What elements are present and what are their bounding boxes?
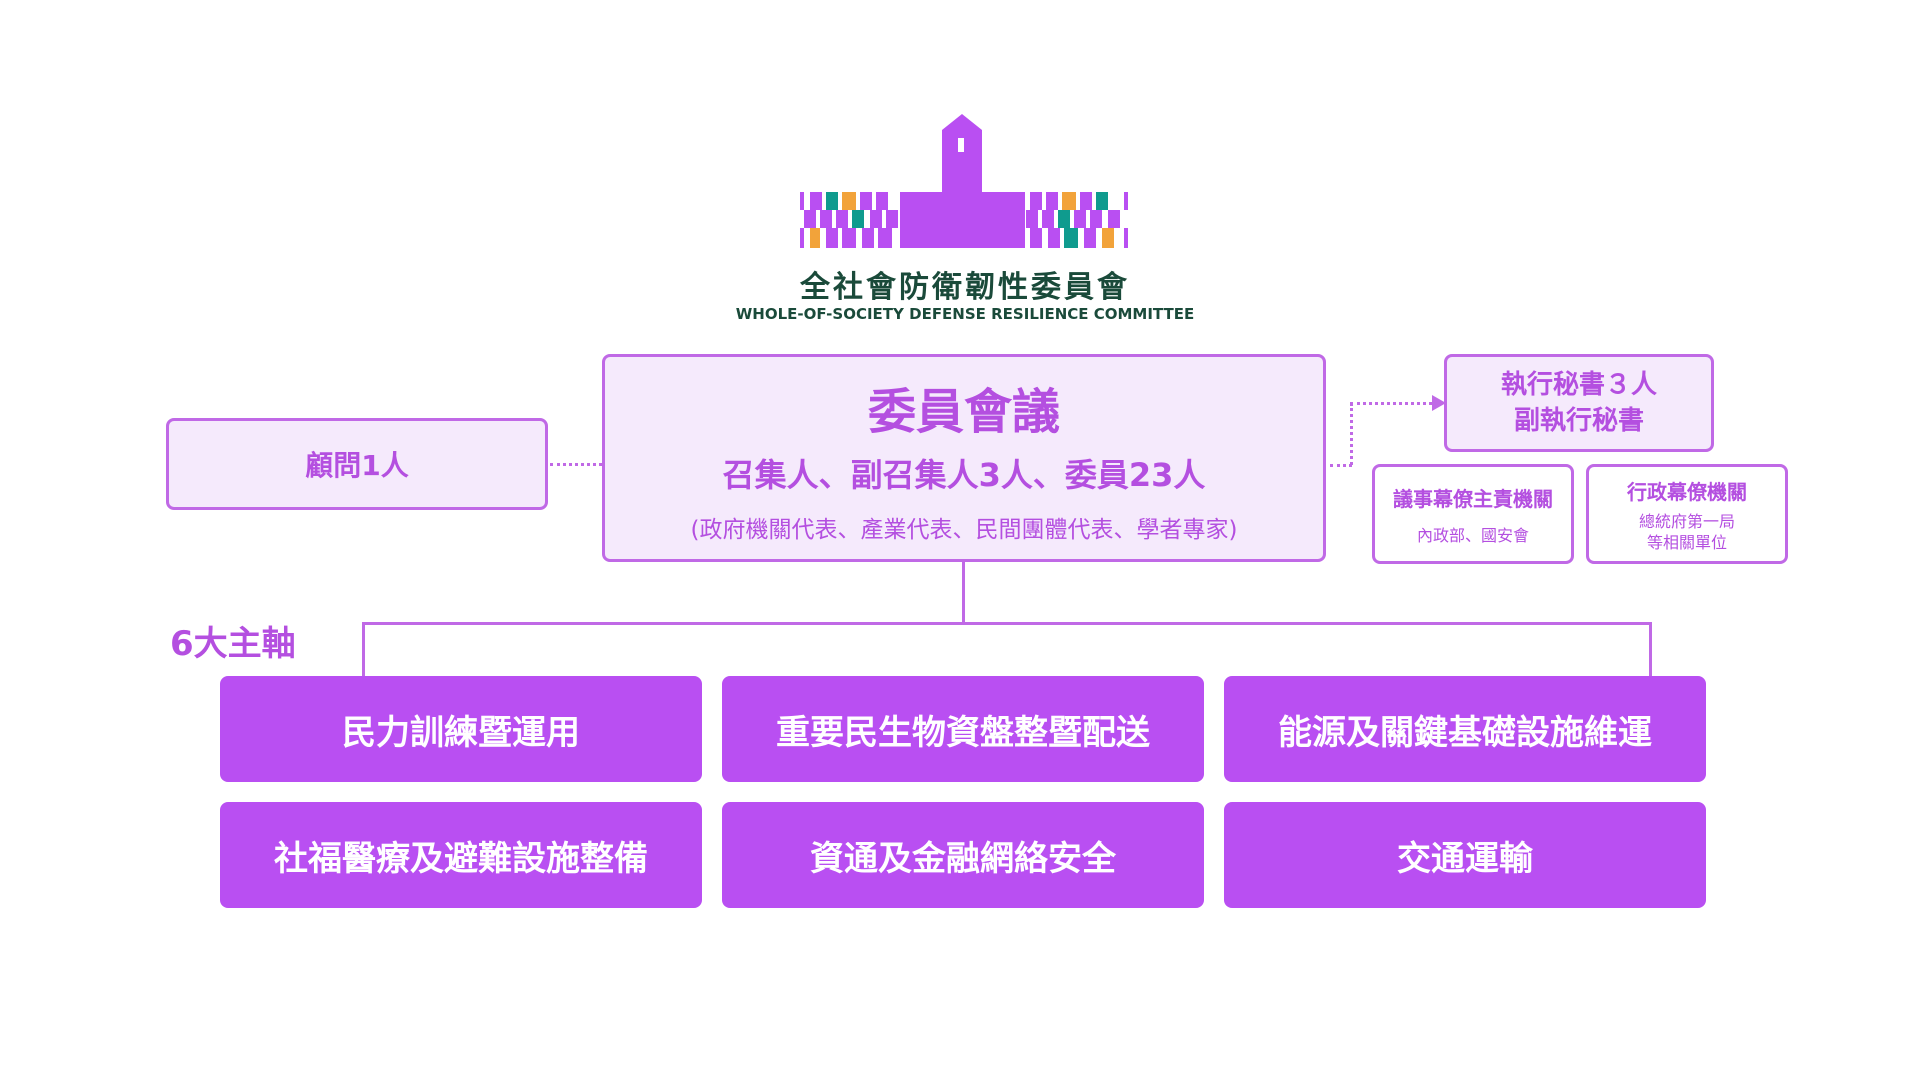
staff-unit-title: 議事幕僚主責機關 xyxy=(1393,486,1553,511)
tree-left-drop xyxy=(362,622,365,678)
secretariat-connector-h2 xyxy=(1350,402,1432,405)
pillar-supplies: 重要民生物資盤整暨配送 xyxy=(722,676,1204,782)
staff-unit-detail: 內政部、國安會 xyxy=(1416,525,1529,545)
tree-branch xyxy=(362,622,1652,625)
secretariat-connector-v xyxy=(1350,403,1353,465)
pillar-civil-training: 民力訓練暨運用 xyxy=(220,676,702,782)
advisor-connector xyxy=(550,463,602,466)
advisor-box: 顧問1人 xyxy=(166,418,548,510)
pillar-energy-infrastructure: 能源及關鍵基礎設施維運 xyxy=(1224,676,1706,782)
pillar-welfare-medical: 社福醫療及避難設施整備 xyxy=(220,802,702,908)
arrow-head-icon xyxy=(1432,395,1446,411)
staff-unit-legislative: 議事幕僚主責機關 內政部、國安會 xyxy=(1372,464,1574,564)
advisor-label: 顧問1人 xyxy=(305,449,409,482)
committee-note: (政府機關代表、產業代表、民間團體代表、學者專家) xyxy=(690,517,1238,543)
secretariat-connector-h1 xyxy=(1330,464,1352,467)
tree-right-drop xyxy=(1649,622,1652,678)
committee-box: 委員會議 召集人、副召集人3人、委員23人 (政府機關代表、產業代表、民間團體代… xyxy=(602,354,1326,562)
secretariat-line2: 副執行秘書 xyxy=(1513,406,1644,436)
secretariat-box: 執行秘書３人 副執行秘書 xyxy=(1444,354,1714,452)
staff-unit-detail: 總統府第一局 xyxy=(1638,511,1735,531)
committee-title: 委員會議 xyxy=(867,384,1060,440)
secretariat-line1: 執行秘書３人 xyxy=(1500,370,1657,400)
pillar-transportation: 交通運輸 xyxy=(1224,802,1706,908)
committee-logo xyxy=(800,114,1128,248)
staff-unit-title: 行政幕僚機關 xyxy=(1627,479,1747,504)
pillar-cyber-financial: 資通及金融網絡安全 xyxy=(722,802,1204,908)
tree-trunk xyxy=(962,562,965,624)
committee-subtitle: 召集人、副召集人3人、委員23人 xyxy=(722,456,1206,494)
logo-name-en: WHOLE-OF-SOCIETY DEFENSE RESILIENCE COMM… xyxy=(735,305,1195,323)
logo-name-zh: 全社會防衛韌性委員會 xyxy=(800,270,1130,305)
staff-unit-administrative: 行政幕僚機關 總統府第一局 等相關單位 xyxy=(1586,464,1788,564)
staff-unit-detail: 等相關單位 xyxy=(1646,532,1727,552)
pillars-heading: 6大主軸 xyxy=(170,624,296,664)
